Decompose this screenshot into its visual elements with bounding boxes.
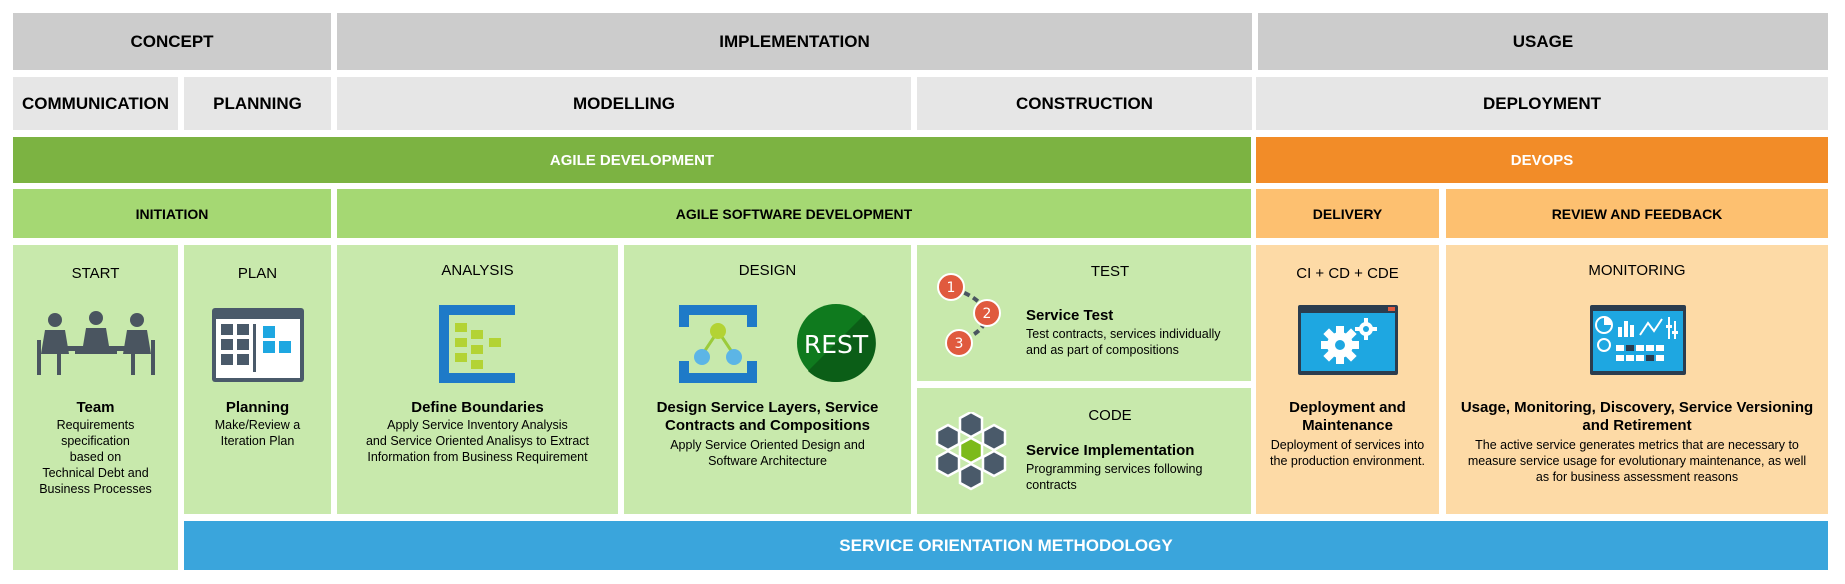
phase-implementation: IMPLEMENTATION	[337, 13, 1252, 70]
card-plan-label: PLAN	[237, 265, 278, 282]
card-cicd-label: CI + CD + CDE	[1296, 265, 1399, 282]
gear-window-icon	[1298, 305, 1398, 375]
dashboard-icon	[1590, 305, 1686, 375]
card-code-title: Service Implementation	[1026, 442, 1195, 459]
stage-planning: PLANNING	[184, 77, 331, 130]
subhead-initiation: INITIATION	[13, 189, 331, 238]
stage-modelling: MODELLING	[337, 77, 911, 130]
card-design: DESIGN REST Design Service Layers, Servi…	[624, 245, 911, 514]
card-monitoring: MONITORING Usage, Monitor	[1446, 245, 1828, 514]
method-devops: DEVOPS	[1256, 137, 1828, 183]
card-test: TEST 1 2 3 Service Test Test contracts, …	[917, 245, 1251, 381]
card-cicd: CI + CD + CDE	[1256, 245, 1439, 514]
calendar-plan-icon	[212, 308, 304, 382]
boundary-analysis-icon	[439, 305, 515, 383]
card-monitoring-label: MONITORING	[1588, 262, 1686, 279]
subhead-review: REVIEW AND FEEDBACK	[1446, 189, 1828, 238]
card-start-label: START	[71, 265, 120, 282]
subhead-delivery: DELIVERY	[1256, 189, 1439, 238]
card-monitoring-title: Usage, Monitoring, Discovery, Service Ve…	[1460, 399, 1814, 434]
step-1: 1	[947, 280, 956, 296]
rest-text: REST	[804, 330, 869, 359]
card-design-label: DESIGN	[738, 262, 797, 279]
card-code-label: CODE	[1088, 407, 1132, 424]
card-analysis-label: ANALYSIS	[441, 262, 514, 279]
rest-badge-icon: REST	[797, 304, 876, 383]
stage-construction: CONSTRUCTION	[917, 77, 1252, 130]
card-code: CODE Service Implementation Programming …	[917, 388, 1251, 514]
footer-service-orientation: SERVICE ORIENTATION METHODOLOGY	[184, 521, 1828, 570]
service-layers-icon	[679, 305, 757, 383]
phase-concept: CONCEPT	[13, 13, 331, 70]
stage-deployment: DEPLOYMENT	[1256, 77, 1828, 130]
numbered-steps-icon: 1 2 3	[937, 273, 1001, 357]
card-analysis-title: Define Boundaries	[411, 399, 544, 416]
card-start-title: Team	[76, 399, 115, 416]
hexagon-cluster-icon	[935, 412, 1007, 491]
step-2: 2	[983, 306, 992, 322]
card-plan-title: Planning	[225, 399, 290, 416]
subhead-agile-software: AGILE SOFTWARE DEVELOPMENT	[337, 189, 1251, 238]
stage-communication: COMMUNICATION	[13, 77, 178, 130]
step-3: 3	[955, 336, 964, 352]
phase-usage: USAGE	[1258, 13, 1828, 70]
card-test-label: TEST	[1090, 263, 1130, 280]
method-agile: AGILE DEVELOPMENT	[13, 137, 1251, 183]
card-test-title: Service Test	[1026, 307, 1114, 324]
team-meeting-icon	[37, 311, 155, 375]
card-monitoring-desc: The active service generates metrics tha…	[1467, 438, 1807, 484]
card-analysis: ANALYSIS Define Boundaries Apply Service…	[337, 245, 618, 514]
